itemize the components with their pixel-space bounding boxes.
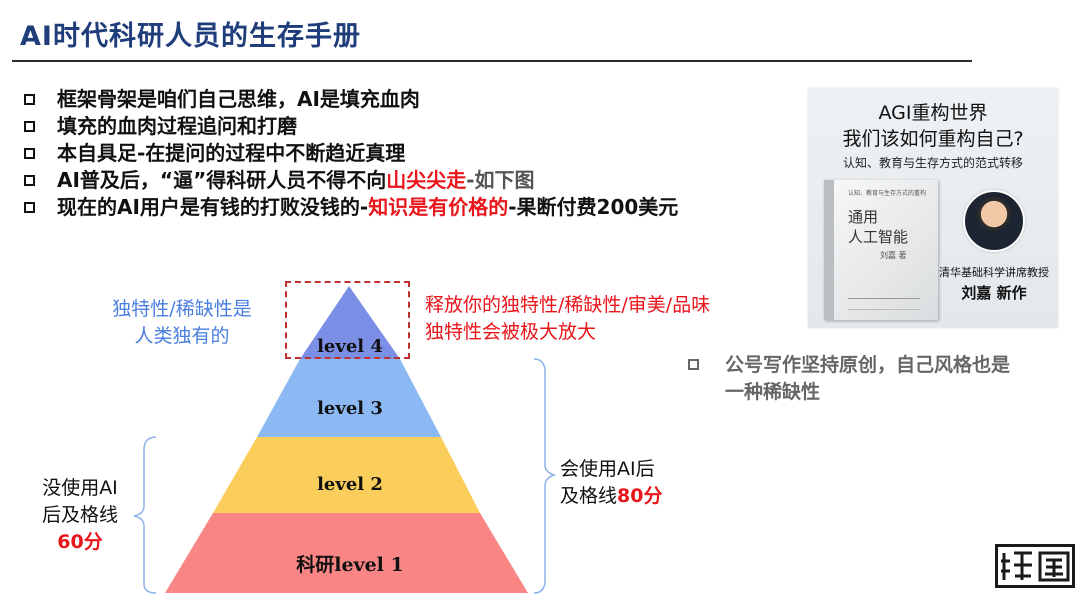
without-ai-line-2: 后及格线 (41, 504, 118, 526)
pyramid-level-1 (165, 513, 528, 593)
release-note-line-2: 独特性会被极大放大 (425, 321, 597, 343)
pyramid-level-4 (300, 286, 400, 359)
level-2-label: level 2 (317, 474, 383, 495)
bullet-text: AI普及后，“逼”得科研人员不得不向 (57, 168, 387, 192)
cover-title-2: 人工智能 (848, 228, 909, 246)
pyramid-level-3 (257, 359, 441, 437)
author-name: 刘嘉 新作 (961, 284, 1027, 302)
cover-author: 刘嘉 著 (880, 251, 907, 260)
bullet-item: 现在的AI用户是有钱的打败没钱的-知识是有价格的-果断付费200美元 (24, 194, 678, 221)
bullet-text: 现在的AI用户是有钱的打败没钱的- (57, 195, 369, 219)
checkbox-icon (688, 359, 699, 370)
bullet-item: 框架骨架是咱们自己思维，AI是填充血肉 (24, 86, 678, 113)
book-headline-1: AGI重构世界 (878, 102, 988, 124)
passing-score-60: 60分 (57, 531, 103, 553)
seal-glyph-icon (1001, 551, 1070, 582)
level-4-highlight-box (285, 281, 410, 359)
release-uniqueness-note: 释放你的独特性/稀缺性/审美/品味 独特性会被极大放大 (425, 292, 710, 346)
bullet-item: AI普及后，“逼”得科研人员不得不向山尖尖走-如下图 (24, 167, 678, 194)
bullet-text: 框架骨架是咱们自己思维，AI是填充血肉 (57, 87, 420, 111)
bullet-text: 山尖尖走 (386, 168, 467, 192)
originality-note: 公号写作坚持原创，自己风格也是 一种稀缺性 (688, 352, 1078, 406)
with-ai-line-2-prefix: 及格线 (560, 485, 618, 507)
book-headline-2: 我们该如何重构自己? (842, 128, 1024, 150)
with-ai-line-2: 及格线80分 (560, 483, 662, 510)
checkbox-icon (24, 148, 35, 159)
without-ai-line-1: 没使用AI (42, 477, 118, 499)
originality-note-text-1: 公号写作坚持原创，自己风格也是 (725, 354, 1011, 376)
cover-title-1: 通用 (848, 208, 879, 226)
originality-note-line-2: 一种稀缺性 (725, 381, 821, 403)
checkbox-icon (24, 175, 35, 186)
bullet-list: 框架骨架是咱们自己思维，AI是填充血肉填充的血肉过程追问和打磨本自具足-在提问的… (24, 86, 678, 221)
book-cover-image: AGI重构世界 我们该如何重构自己? 认知、教育与生存方式的范式转移 认知、教育… (808, 88, 1058, 328)
book-volume: 认知、教育与生存方式的重构 通用 人工智能 刘嘉 著 (824, 180, 938, 320)
title-divider (12, 60, 972, 62)
seal-stamp-logo (995, 544, 1075, 588)
bullet-item: 本自具足-在提问的过程中不断趋近真理 (24, 140, 678, 167)
without-ai-passing-note: 没使用AI 后及格线 60分 (30, 475, 130, 556)
pyramid-level-2 (213, 437, 480, 513)
bullet-text: 知识是有价格的 (368, 195, 509, 219)
bullet-text: -如下图 (466, 168, 535, 192)
level-1-label: 科研level 1 (296, 554, 404, 576)
release-note-line-1: 释放你的独特性/稀缺性/审美/品味 (425, 294, 711, 316)
checkbox-icon (24, 121, 35, 132)
page-title: AI时代科研人员的生存手册 (20, 21, 361, 52)
with-ai-line-1: 会使用AI后 (560, 458, 655, 480)
right-brace (533, 358, 557, 594)
uniqueness-note-line-2: 人类独有的 (134, 325, 230, 347)
bullet-item: 填充的血肉过程追问和打磨 (24, 113, 678, 140)
passing-score-80: 80分 (617, 485, 663, 507)
checkbox-icon (24, 94, 35, 105)
left-brace (133, 436, 157, 594)
bullet-text: 本自具足-在提问的过程中不断趋近真理 (57, 141, 406, 165)
originality-note-line-1: 公号写作坚持原创，自己风格也是 (688, 352, 1078, 379)
bullet-text: 填充的血肉过程追问和打磨 (57, 114, 297, 138)
with-ai-passing-note: 会使用AI后 及格线80分 (560, 456, 662, 510)
uniqueness-note: 独特性/稀缺性是 人类独有的 (92, 296, 272, 350)
cover-subtitle: 认知、教育与生存方式的重构 (848, 190, 927, 197)
level-4-label: level 4 (317, 336, 383, 357)
author-avatar (963, 190, 1025, 252)
book-tagline: 认知、教育与生存方式的范式转移 (842, 156, 1023, 170)
uniqueness-note-line-1: 独特性/稀缺性是 (112, 298, 252, 320)
checkbox-icon (24, 202, 35, 213)
level-3-label: level 3 (317, 398, 383, 419)
bullet-text: -果断付费200美元 (508, 195, 679, 219)
author-title: 清华基础科学讲席教授 (939, 266, 1049, 279)
cover-decoration (848, 298, 920, 310)
